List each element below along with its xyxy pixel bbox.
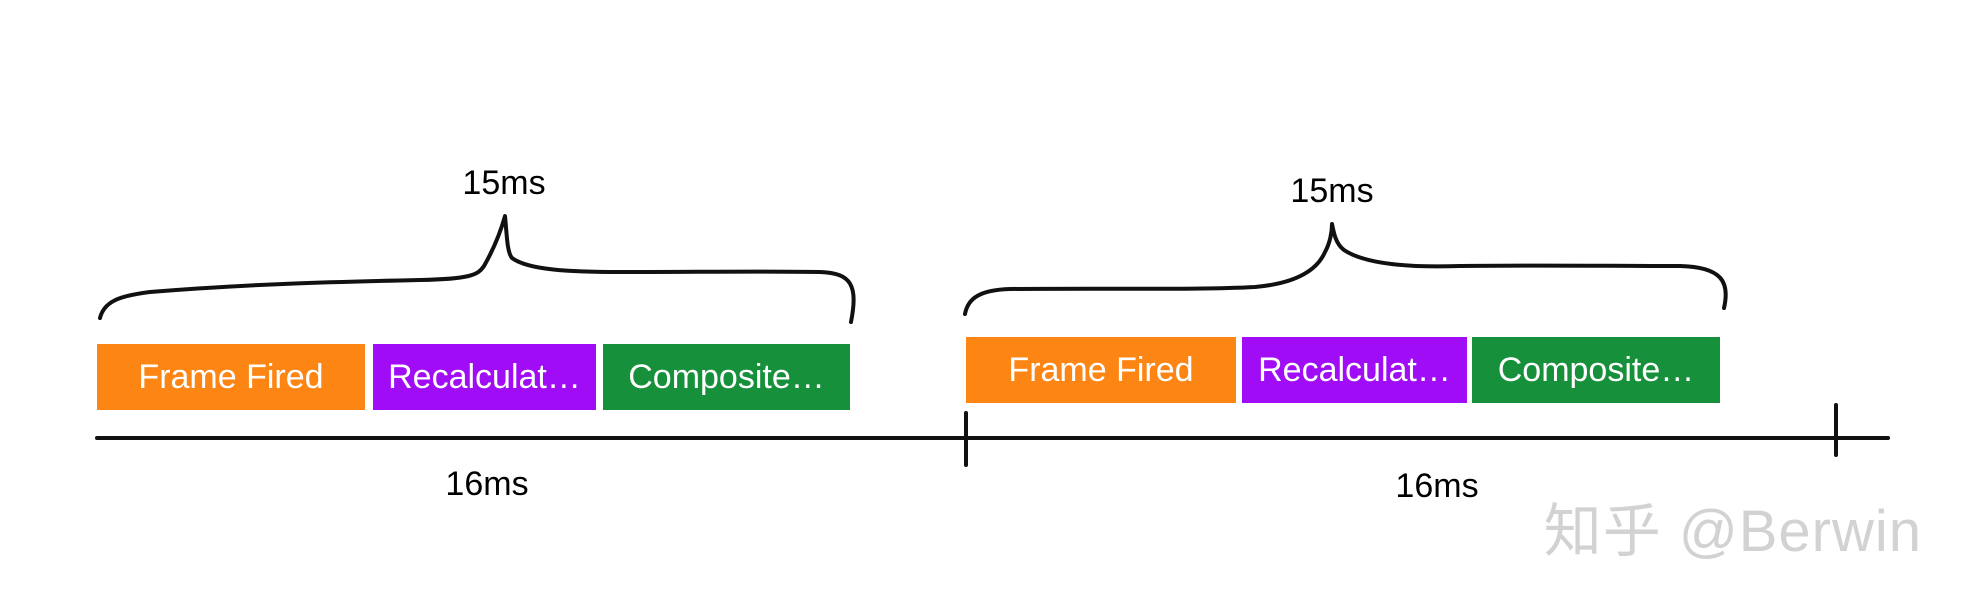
brace-frame-1 <box>98 214 856 324</box>
frame-1-interval-label: 16ms <box>445 465 529 503</box>
frame-1-composite-block: Composite… <box>603 344 850 410</box>
frame-1-duration-label: 15ms <box>462 164 546 202</box>
frame-1-composite-label: Composite… <box>628 357 825 396</box>
brace-frame-2 <box>963 222 1728 316</box>
frame-2-composite-label: Composite… <box>1497 350 1695 389</box>
frame-2-frame-fired-block: Frame Fired <box>966 337 1236 403</box>
frame-1-recalculate-block: Recalculat… <box>373 344 596 410</box>
frame-2-composite-block: Composite… <box>1472 337 1720 403</box>
frame-2-recalculate-label: Recalculat… <box>1258 350 1451 389</box>
frame-1-frame-fired-label: Frame Fired <box>138 357 324 396</box>
frame-2-recalculate-block: Recalculat… <box>1242 337 1467 403</box>
frame-2-frame-fired-label: Frame Fired <box>1008 350 1194 389</box>
frame-1-frame-fired-block: Frame Fired <box>97 344 365 410</box>
frame-2-interval-label: 16ms <box>1395 467 1479 505</box>
frame-2-duration-label: 15ms <box>1290 172 1374 210</box>
frame-1-recalculate-label: Recalculat… <box>388 357 581 396</box>
watermark: 知乎 @Berwin <box>1543 499 1922 564</box>
